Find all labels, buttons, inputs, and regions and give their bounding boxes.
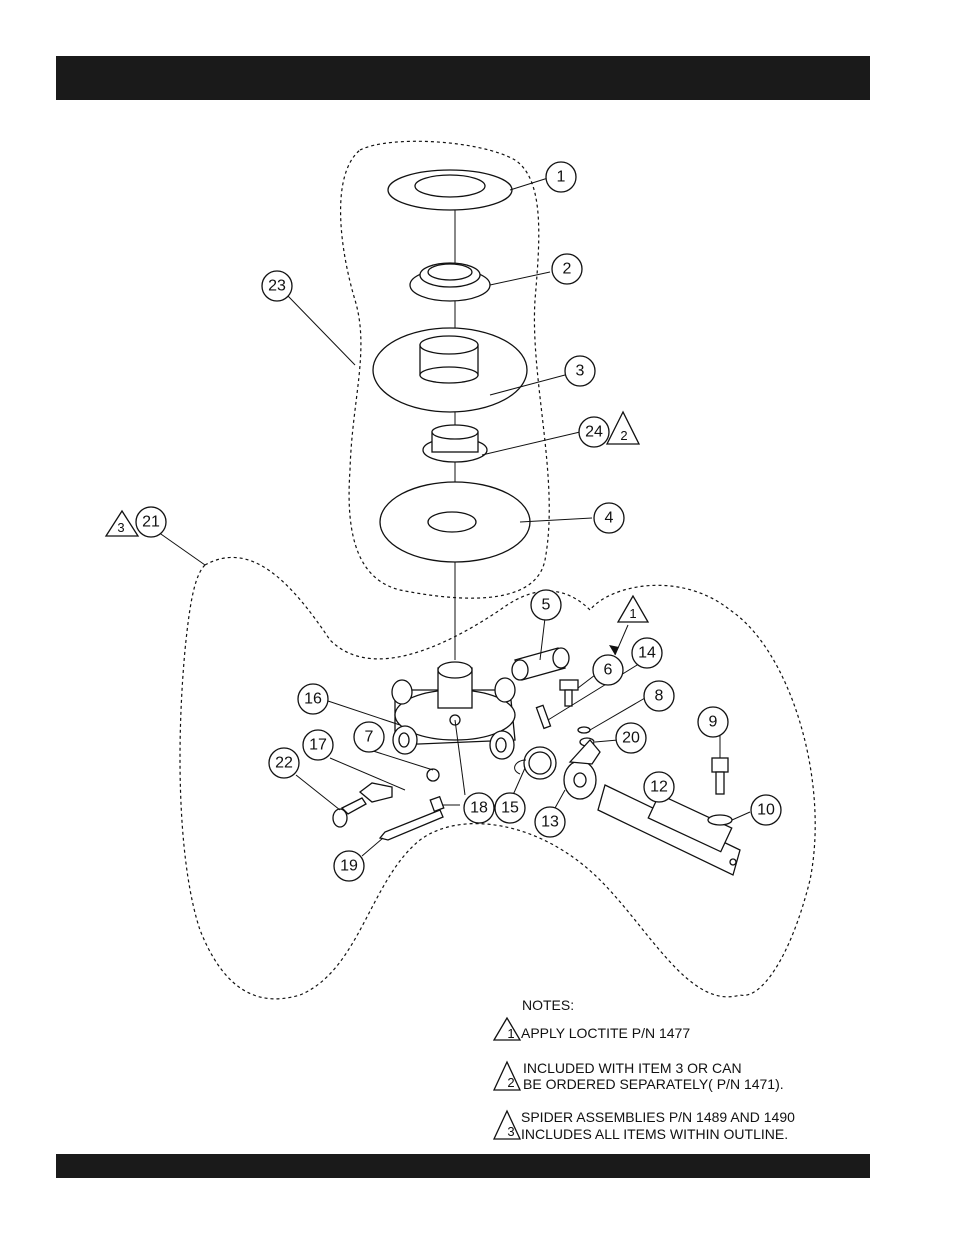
item-17-fitting — [342, 783, 392, 814]
callout-17: 17 — [303, 730, 333, 760]
label-text: SPIDER ASSEMBLIES P/N 1489 AND 1490 — [521, 1109, 795, 1125]
callout-19: 19 — [334, 851, 364, 881]
callout-4: 4 — [594, 503, 624, 533]
label-text: 17 — [309, 737, 327, 754]
label-text: BE ORDERED SEPARATELY( P/N 1471). — [523, 1076, 784, 1092]
callout-1: 1 — [546, 162, 576, 192]
label-text: 1 — [629, 606, 636, 621]
callout-8: 8 — [644, 681, 674, 711]
callout-18: 18 — [464, 793, 494, 823]
label-text: 3 — [576, 363, 585, 380]
label-text: 1 — [507, 1026, 514, 1041]
label-text: APPLY LOCTITE P/N 1477 — [521, 1025, 690, 1041]
label-text: INCLUDES ALL ITEMS WITHIN OUTLINE. — [521, 1126, 788, 1142]
note-marker-1-triangle: 1 — [618, 596, 648, 622]
arrowhead-note-1 — [609, 645, 619, 655]
label-text: 4 — [605, 510, 614, 527]
label-text: 22 — [275, 755, 293, 772]
callout-7: 7 — [354, 722, 384, 752]
label-text: 24 — [585, 424, 603, 441]
label-text: 6 — [604, 662, 613, 679]
label-text: 1 — [557, 169, 566, 186]
item-6-screw — [560, 680, 578, 706]
label-text: 5 — [542, 597, 551, 614]
item-18-nut — [430, 797, 444, 812]
callout-9: 9 — [698, 707, 728, 737]
item-16-spider-hub — [392, 662, 515, 759]
note-1: 1 APPLY LOCTITE P/N 1477 — [494, 1018, 690, 1041]
label-text: 9 — [709, 714, 718, 731]
label-text: 23 — [268, 278, 286, 295]
note-marker-2-triangle: 2 — [607, 412, 639, 444]
callout-23: 23 — [262, 271, 292, 301]
callout-13: 13 — [535, 807, 565, 837]
note-2: 2 INCLUDED WITH ITEM 3 OR CAN BE ORDERED… — [494, 1060, 784, 1092]
label-text: 19 — [340, 858, 358, 875]
notes-block: NOTES: 1 APPLY LOCTITE P/N 1477 2 INCLUD… — [494, 997, 795, 1142]
callout-16: 16 — [298, 684, 328, 714]
label-text: 20 — [622, 730, 640, 747]
label-text: 10 — [757, 802, 775, 819]
item-14-pin — [536, 705, 550, 728]
label-text: 12 — [650, 779, 668, 796]
callout-6: 6 — [593, 655, 623, 685]
callout-5: 5 — [531, 590, 561, 620]
item-22-knob — [333, 809, 347, 827]
label-text: 2 — [620, 428, 627, 443]
callout-15: 15 — [495, 793, 525, 823]
callout-3: 3 — [565, 356, 595, 386]
callout-2: 2 — [552, 254, 582, 284]
callout-14: 14 — [632, 638, 662, 668]
item-15-spring — [515, 747, 556, 779]
callout-21: 21 — [136, 507, 166, 537]
label-text: 7 — [365, 729, 374, 746]
label-text: 16 — [304, 691, 322, 708]
notes-heading: NOTES: — [522, 997, 574, 1013]
label-text: INCLUDED WITH ITEM 3 OR CAN — [523, 1060, 742, 1076]
label-text: 3 — [117, 520, 124, 535]
callout-20: 20 — [616, 723, 646, 753]
callout-10: 10 — [751, 795, 781, 825]
item-13-collar — [564, 740, 600, 799]
callout-12: 12 — [644, 772, 674, 802]
item-9-bolt — [712, 758, 728, 794]
item-7-gear — [427, 769, 439, 781]
label-text: 13 — [541, 814, 559, 831]
label-text: 2 — [563, 261, 572, 278]
label-text: 8 — [655, 688, 664, 705]
note-marker-3-triangle: 3 — [106, 511, 138, 536]
callout-22: 22 — [269, 748, 299, 778]
label-text: 15 — [501, 800, 519, 817]
note-3: 3 SPIDER ASSEMBLIES P/N 1489 AND 1490 IN… — [494, 1109, 795, 1142]
label-text: 2 — [507, 1075, 514, 1090]
label-text: 21 — [142, 514, 160, 531]
label-text: 3 — [507, 1124, 514, 1139]
label-text: 14 — [638, 645, 656, 662]
callout-24: 24 — [579, 417, 609, 447]
item-19-screw — [380, 810, 443, 840]
item-10-washer — [708, 815, 732, 825]
item-8-washer — [578, 727, 590, 733]
label-text: 18 — [470, 800, 488, 817]
